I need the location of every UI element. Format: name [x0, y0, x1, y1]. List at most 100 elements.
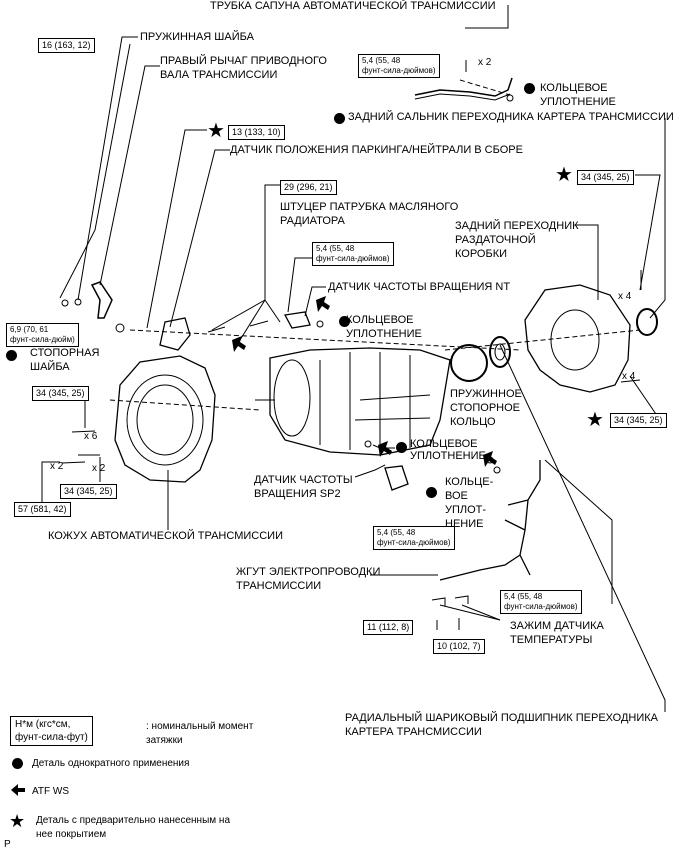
- label-oring-v-2: ВОЕ: [445, 490, 468, 502]
- torque-34-left-top: 34 (345, 25): [32, 386, 89, 401]
- one-time-mark-icon: [334, 113, 345, 124]
- housing-inner-2: [136, 384, 194, 456]
- qty-x2-b: x 2: [92, 463, 106, 474]
- label-housing: КОЖУХ АВТОМАТИЧЕСКОЙ ТРАНСМИССИИ: [48, 530, 283, 542]
- qty-x4-bottom: x 4: [622, 371, 636, 382]
- axis-line-left: [109, 399, 261, 411]
- label-harness-1: ЖГУТ ЭЛЕКТРОПРОВОДКИ: [236, 566, 381, 578]
- leader-sp2: [354, 464, 386, 478]
- lever-shape: [90, 281, 113, 319]
- leader-harness54: [544, 459, 613, 604]
- label-adapter-3: КОРОБКИ: [455, 248, 508, 260]
- leader-bearing: [499, 344, 666, 712]
- torque-54-har-l1: 5,4 (55, 48: [504, 592, 543, 601]
- breather-tube-shape-2: [414, 93, 511, 101]
- bearing-shape: [489, 336, 511, 368]
- torque-57: 57 (581, 42): [14, 502, 71, 517]
- label-cooler-1: ШТУЦЕР ПАТРУБКА МАСЛЯНОГО: [280, 201, 459, 213]
- torque-54-sp2-l2: фунт-сила-дюймов): [377, 538, 451, 547]
- bearing-inner: [494, 343, 506, 361]
- label-oring-v-4: НЕНИЕ: [445, 518, 484, 530]
- pn-switch-shape: [159, 317, 191, 351]
- label-lock-washer-2: ШАЙБА: [30, 361, 70, 373]
- torque-13: 13 (133, 10): [228, 125, 285, 140]
- label-oring-mid-1: КОЛЬЦЕВОЕ: [346, 314, 414, 326]
- torque-34-right-bot: 34 (345, 25): [610, 413, 667, 428]
- torque-54-top: 5,4 (55, 48 фунт-сила-дюймов): [358, 54, 440, 78]
- label-oring-top-2: УПЛОТНЕНИЕ: [540, 96, 616, 108]
- label-adapter-1: ЗАДНИЙ ПЕРЕХОДНИК: [455, 220, 579, 232]
- oring-lower-shape: [493, 466, 501, 474]
- torque-54-har-l2: фунт-сила-дюймов): [504, 602, 578, 611]
- one-time-mark-icon: [339, 316, 350, 327]
- lock-washer-shape: [115, 323, 125, 333]
- washer-shape: [61, 299, 69, 307]
- nt-sensor-shape: [283, 311, 311, 329]
- legend-unit-l1: Н*м (кгс*см,: [15, 719, 71, 730]
- legend-unit-desc-2: затяжки: [146, 735, 183, 746]
- label-lever-1: ПРАВЫЙ РЫЧАГ ПРИВОДНОГО: [160, 55, 327, 67]
- torque-34-right-top: 34 (345, 25): [577, 170, 634, 185]
- label-clamp-2: ТЕМПЕРАТУРЫ: [510, 634, 593, 646]
- qty-x6: x 6: [84, 431, 98, 442]
- precoat-star-icon: ★: [207, 120, 225, 142]
- axis-line-main: [129, 329, 521, 351]
- one-time-mark-icon: [524, 83, 535, 94]
- leader-clamp-b: [461, 604, 501, 621]
- torque-54-nt-l1: 5,4 (55, 48: [316, 244, 355, 253]
- harness-shape: [439, 460, 541, 581]
- torque-69-l1: 6,9 (70, 61: [10, 325, 49, 334]
- snap-ring-shape: [450, 344, 488, 382]
- label-rear-seal: ЗАДНИЙ САЛЬНИК ПЕРЕХОДНИКА КАРТЕРА ТРАНС…: [348, 111, 674, 123]
- legend-precoat-2: нее покрытием: [36, 829, 107, 840]
- label-pn-switch: ДАТЧИК ПОЛОЖЕНИЯ ПАРКИНГА/НЕЙТРАЛИ В СБО…: [230, 144, 523, 156]
- legend-precoat-1: Деталь с предварительно нанесенным на: [36, 815, 230, 826]
- qty-x4-top: x 4: [618, 291, 632, 302]
- transmission-case-shape: [269, 347, 451, 456]
- label-oring-top-1: КОЛЬЦЕВОЕ: [540, 82, 608, 94]
- leader-spring-washer: [77, 36, 138, 301]
- atf-arrow-icon: [11, 784, 25, 796]
- cooler-union-shape: [207, 320, 269, 333]
- leader-seal: [649, 118, 666, 319]
- torque-54-sp2: 5,4 (55, 48 фунт-сила-дюймов): [373, 526, 455, 550]
- one-time-mark-icon: [6, 350, 17, 361]
- label-oring-low-2: УПЛОТНЕНИЕ: [410, 450, 486, 462]
- legend-unit-l2: фунт-сила-фут): [15, 732, 88, 743]
- torque-69: 6,9 (70, 61 фунт-сила-дюйм): [6, 323, 79, 347]
- case-front: [273, 359, 311, 437]
- label-nt-sensor: ДАТЧИК ЧАСТОТЫ ВРАЩЕНИЯ NT: [328, 281, 511, 293]
- spring-washer-shape: [74, 298, 82, 306]
- label-bearing-1: РАДИАЛЬНЫЙ ШАРИКОВЫЙ ПОДШИПНИК ПЕРЕХОДНИ…: [345, 712, 658, 724]
- bolts: [61, 60, 642, 630]
- qty-x2-top: x 2: [478, 57, 492, 68]
- torque-10: 10 (102, 7): [433, 639, 485, 654]
- label-oring-v-3: УПЛОТ-: [445, 504, 487, 516]
- footer-letter: P: [4, 839, 11, 850]
- sp2-sensor-shape: [384, 465, 409, 491]
- atf-arrow-icon: [316, 296, 330, 312]
- oring-sp2-shape: [364, 440, 372, 448]
- label-bearing-2: КАРТЕРА ТРАНСМИССИИ: [345, 726, 482, 738]
- leader-nt54: [287, 257, 312, 313]
- torque-16: 16 (163, 12): [38, 38, 95, 53]
- precoat-star-icon: ★: [9, 811, 26, 831]
- one-time-mark-icon: [426, 487, 437, 498]
- one-time-mark-icon: [396, 442, 407, 453]
- label-oring-low-1: КОЛЬЦЕВОЕ: [410, 438, 478, 450]
- case-detail-2: [354, 394, 431, 421]
- torque-11: 11 (112, 8): [363, 620, 414, 635]
- label-lever-2: ВАЛА ТРАНСМИССИИ: [160, 69, 278, 81]
- label-spring-washer: ПРУЖИННАЯ ШАЙБА: [140, 31, 254, 43]
- leader-nt: [304, 286, 326, 317]
- label-oring-mid-2: УПЛОТНЕНИЕ: [346, 328, 422, 340]
- oring-top-shape: [506, 94, 514, 102]
- label-breather-tube: ТРУБКА САПУНА АВТОМАТИЧЕСКОЙ ТРАНСМИССИИ: [210, 0, 496, 12]
- label-lock-washer-1: СТОПОРНАЯ: [30, 347, 100, 359]
- torque-54-sp2-l1: 5,4 (55, 48: [377, 528, 416, 537]
- axis-line-right: [444, 329, 641, 351]
- adapter-inner: [550, 309, 600, 371]
- housing-inner: [126, 374, 204, 466]
- legend-unit-box: Н*м (кгс*см, фунт-сила-фут): [10, 716, 93, 746]
